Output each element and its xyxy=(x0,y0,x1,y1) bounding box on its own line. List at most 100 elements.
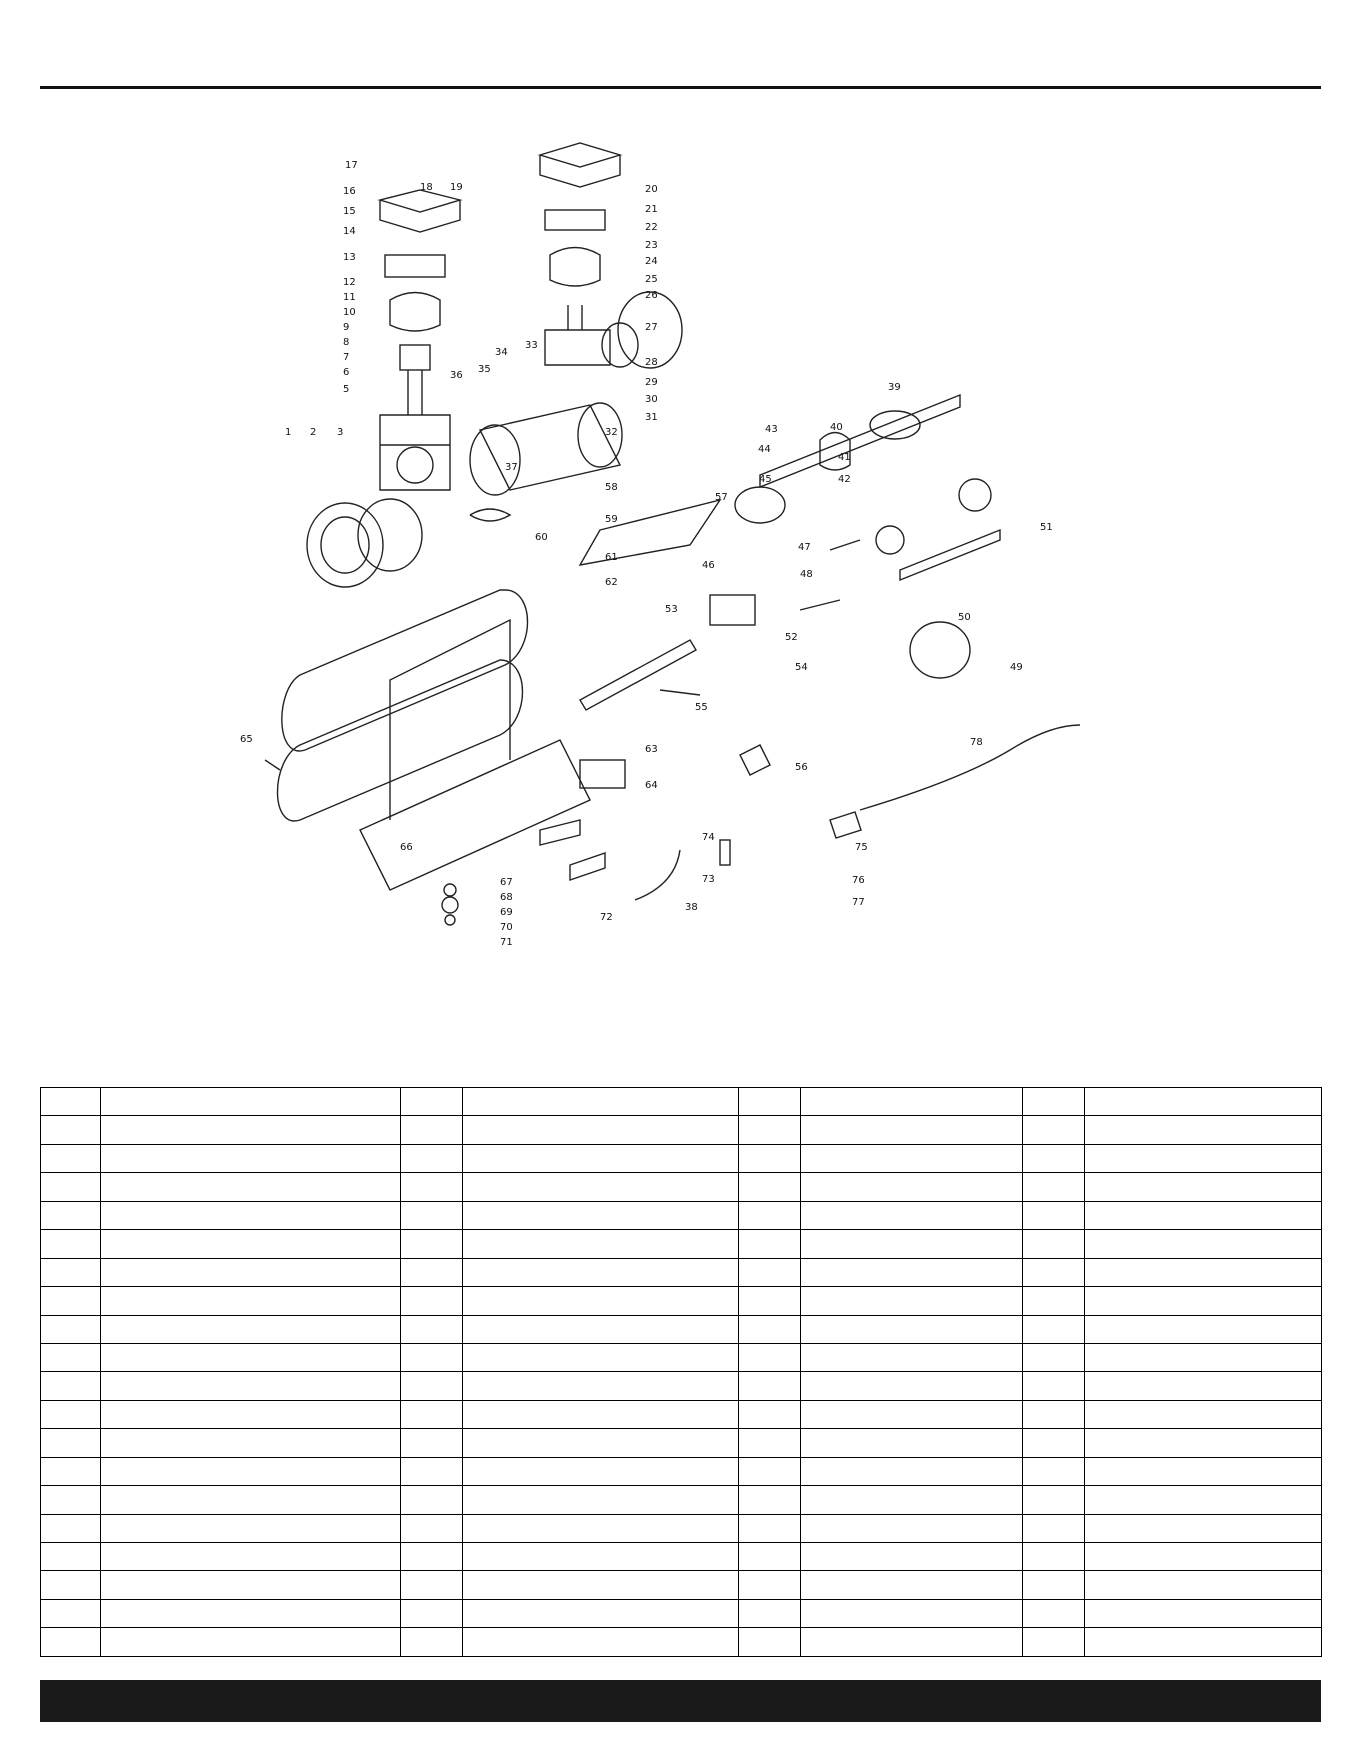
table-cell xyxy=(800,1541,1023,1572)
table-cell xyxy=(1022,1598,1085,1629)
table-cell xyxy=(1022,1143,1085,1174)
table-cell xyxy=(462,1086,739,1117)
table-cell xyxy=(40,1286,101,1316)
callout-label: 32 xyxy=(605,427,618,438)
callout-label: 48 xyxy=(800,569,813,580)
table-cell xyxy=(1084,1485,1322,1515)
callout-label: 9 xyxy=(343,322,349,333)
table-cell xyxy=(738,1229,801,1259)
table-cell xyxy=(738,1200,801,1231)
table-cell xyxy=(100,1342,401,1373)
manifold-right xyxy=(899,528,1001,582)
table-cell xyxy=(800,1257,1023,1288)
table-cell xyxy=(40,1257,101,1288)
table-cell xyxy=(1022,1286,1085,1316)
table-row xyxy=(40,1342,1322,1373)
callout-label: 59 xyxy=(605,514,618,525)
table-row xyxy=(40,1115,1322,1145)
callout-label: 21 xyxy=(645,204,658,215)
callout-label: 67 xyxy=(500,877,513,888)
table-cell xyxy=(1084,1086,1322,1117)
table-cell xyxy=(1022,1513,1085,1544)
table-cell xyxy=(1022,1627,1085,1657)
callout-label: 11 xyxy=(343,292,356,303)
table-cell xyxy=(462,1598,739,1629)
table-cell xyxy=(1022,1086,1085,1117)
table-cell xyxy=(100,1485,401,1515)
power-cord xyxy=(859,724,1081,811)
table-cell xyxy=(100,1598,401,1629)
table-cell xyxy=(100,1286,401,1316)
table-cell xyxy=(400,1598,463,1629)
table-cell xyxy=(462,1200,739,1231)
table-cell xyxy=(1084,1257,1322,1288)
table-cell xyxy=(800,1513,1023,1544)
table-cell xyxy=(400,1086,463,1117)
table-cell xyxy=(800,1314,1023,1344)
table-cell xyxy=(738,1627,801,1657)
table-cell xyxy=(1022,1371,1085,1401)
table-cell xyxy=(738,1456,801,1487)
upper-tank xyxy=(281,589,529,752)
callout-label: 49 xyxy=(1010,662,1023,673)
table-cell xyxy=(100,1570,401,1600)
table-cell xyxy=(1084,1286,1322,1316)
table-cell xyxy=(100,1172,401,1202)
table-cell xyxy=(40,1342,101,1373)
callout-label: 1 xyxy=(285,427,291,438)
table-cell xyxy=(462,1286,739,1316)
table-row xyxy=(40,1428,1322,1458)
table-cell xyxy=(1022,1428,1085,1458)
callout-label: 24 xyxy=(645,256,658,267)
capacitor-box xyxy=(579,759,626,789)
table-cell xyxy=(800,1286,1023,1316)
table-cell xyxy=(462,1371,739,1401)
table-cell xyxy=(462,1513,739,1544)
table-cell xyxy=(40,1456,101,1487)
table-cell xyxy=(1084,1342,1322,1373)
callout-label: 39 xyxy=(888,382,901,393)
table-cell xyxy=(100,1143,401,1174)
table-cell xyxy=(400,1541,463,1572)
table-cell xyxy=(738,1342,801,1373)
table-cell xyxy=(462,1143,739,1174)
table-cell xyxy=(800,1485,1023,1515)
table-row xyxy=(40,1086,1322,1117)
drain-hose xyxy=(634,849,681,901)
callout-label: 53 xyxy=(665,604,678,615)
callout-label: 42 xyxy=(838,474,851,485)
callout-label: 18 xyxy=(420,182,433,193)
top-rule xyxy=(40,86,1321,89)
table-cell xyxy=(738,1115,801,1145)
callout-labels: 17 16 15 14 13 12 11 10 9 8 7 6 5 1 2 3 … xyxy=(240,160,1053,948)
callout-label: 50 xyxy=(958,612,971,623)
table-cell xyxy=(400,1570,463,1600)
table-cell xyxy=(462,1314,739,1344)
table-cell xyxy=(1084,1143,1322,1174)
table-cell xyxy=(800,1115,1023,1145)
table-cell xyxy=(400,1257,463,1288)
callout-label: 20 xyxy=(645,184,658,195)
table-cell xyxy=(462,1115,739,1145)
table-cell xyxy=(1084,1627,1322,1657)
tank-base xyxy=(359,739,591,891)
table-cell xyxy=(738,1086,801,1117)
callout-label: 60 xyxy=(535,532,548,543)
callout-label: 63 xyxy=(645,744,658,755)
table-cell xyxy=(1084,1229,1322,1259)
table-cell xyxy=(738,1314,801,1344)
table-cell xyxy=(400,1513,463,1544)
table-row xyxy=(40,1371,1322,1401)
callout-label: 69 xyxy=(500,907,513,918)
table-cell xyxy=(40,1513,101,1544)
table-cell xyxy=(100,1513,401,1544)
table-cell xyxy=(1084,1570,1322,1600)
table-cell xyxy=(400,1428,463,1458)
callout-label: 46 xyxy=(702,560,715,571)
table-cell xyxy=(40,1399,101,1430)
table-cell xyxy=(738,1485,801,1515)
table-cell xyxy=(800,1342,1023,1373)
tank-handle xyxy=(389,618,511,820)
callout-label: 10 xyxy=(343,307,356,318)
callout-label: 77 xyxy=(852,897,865,908)
